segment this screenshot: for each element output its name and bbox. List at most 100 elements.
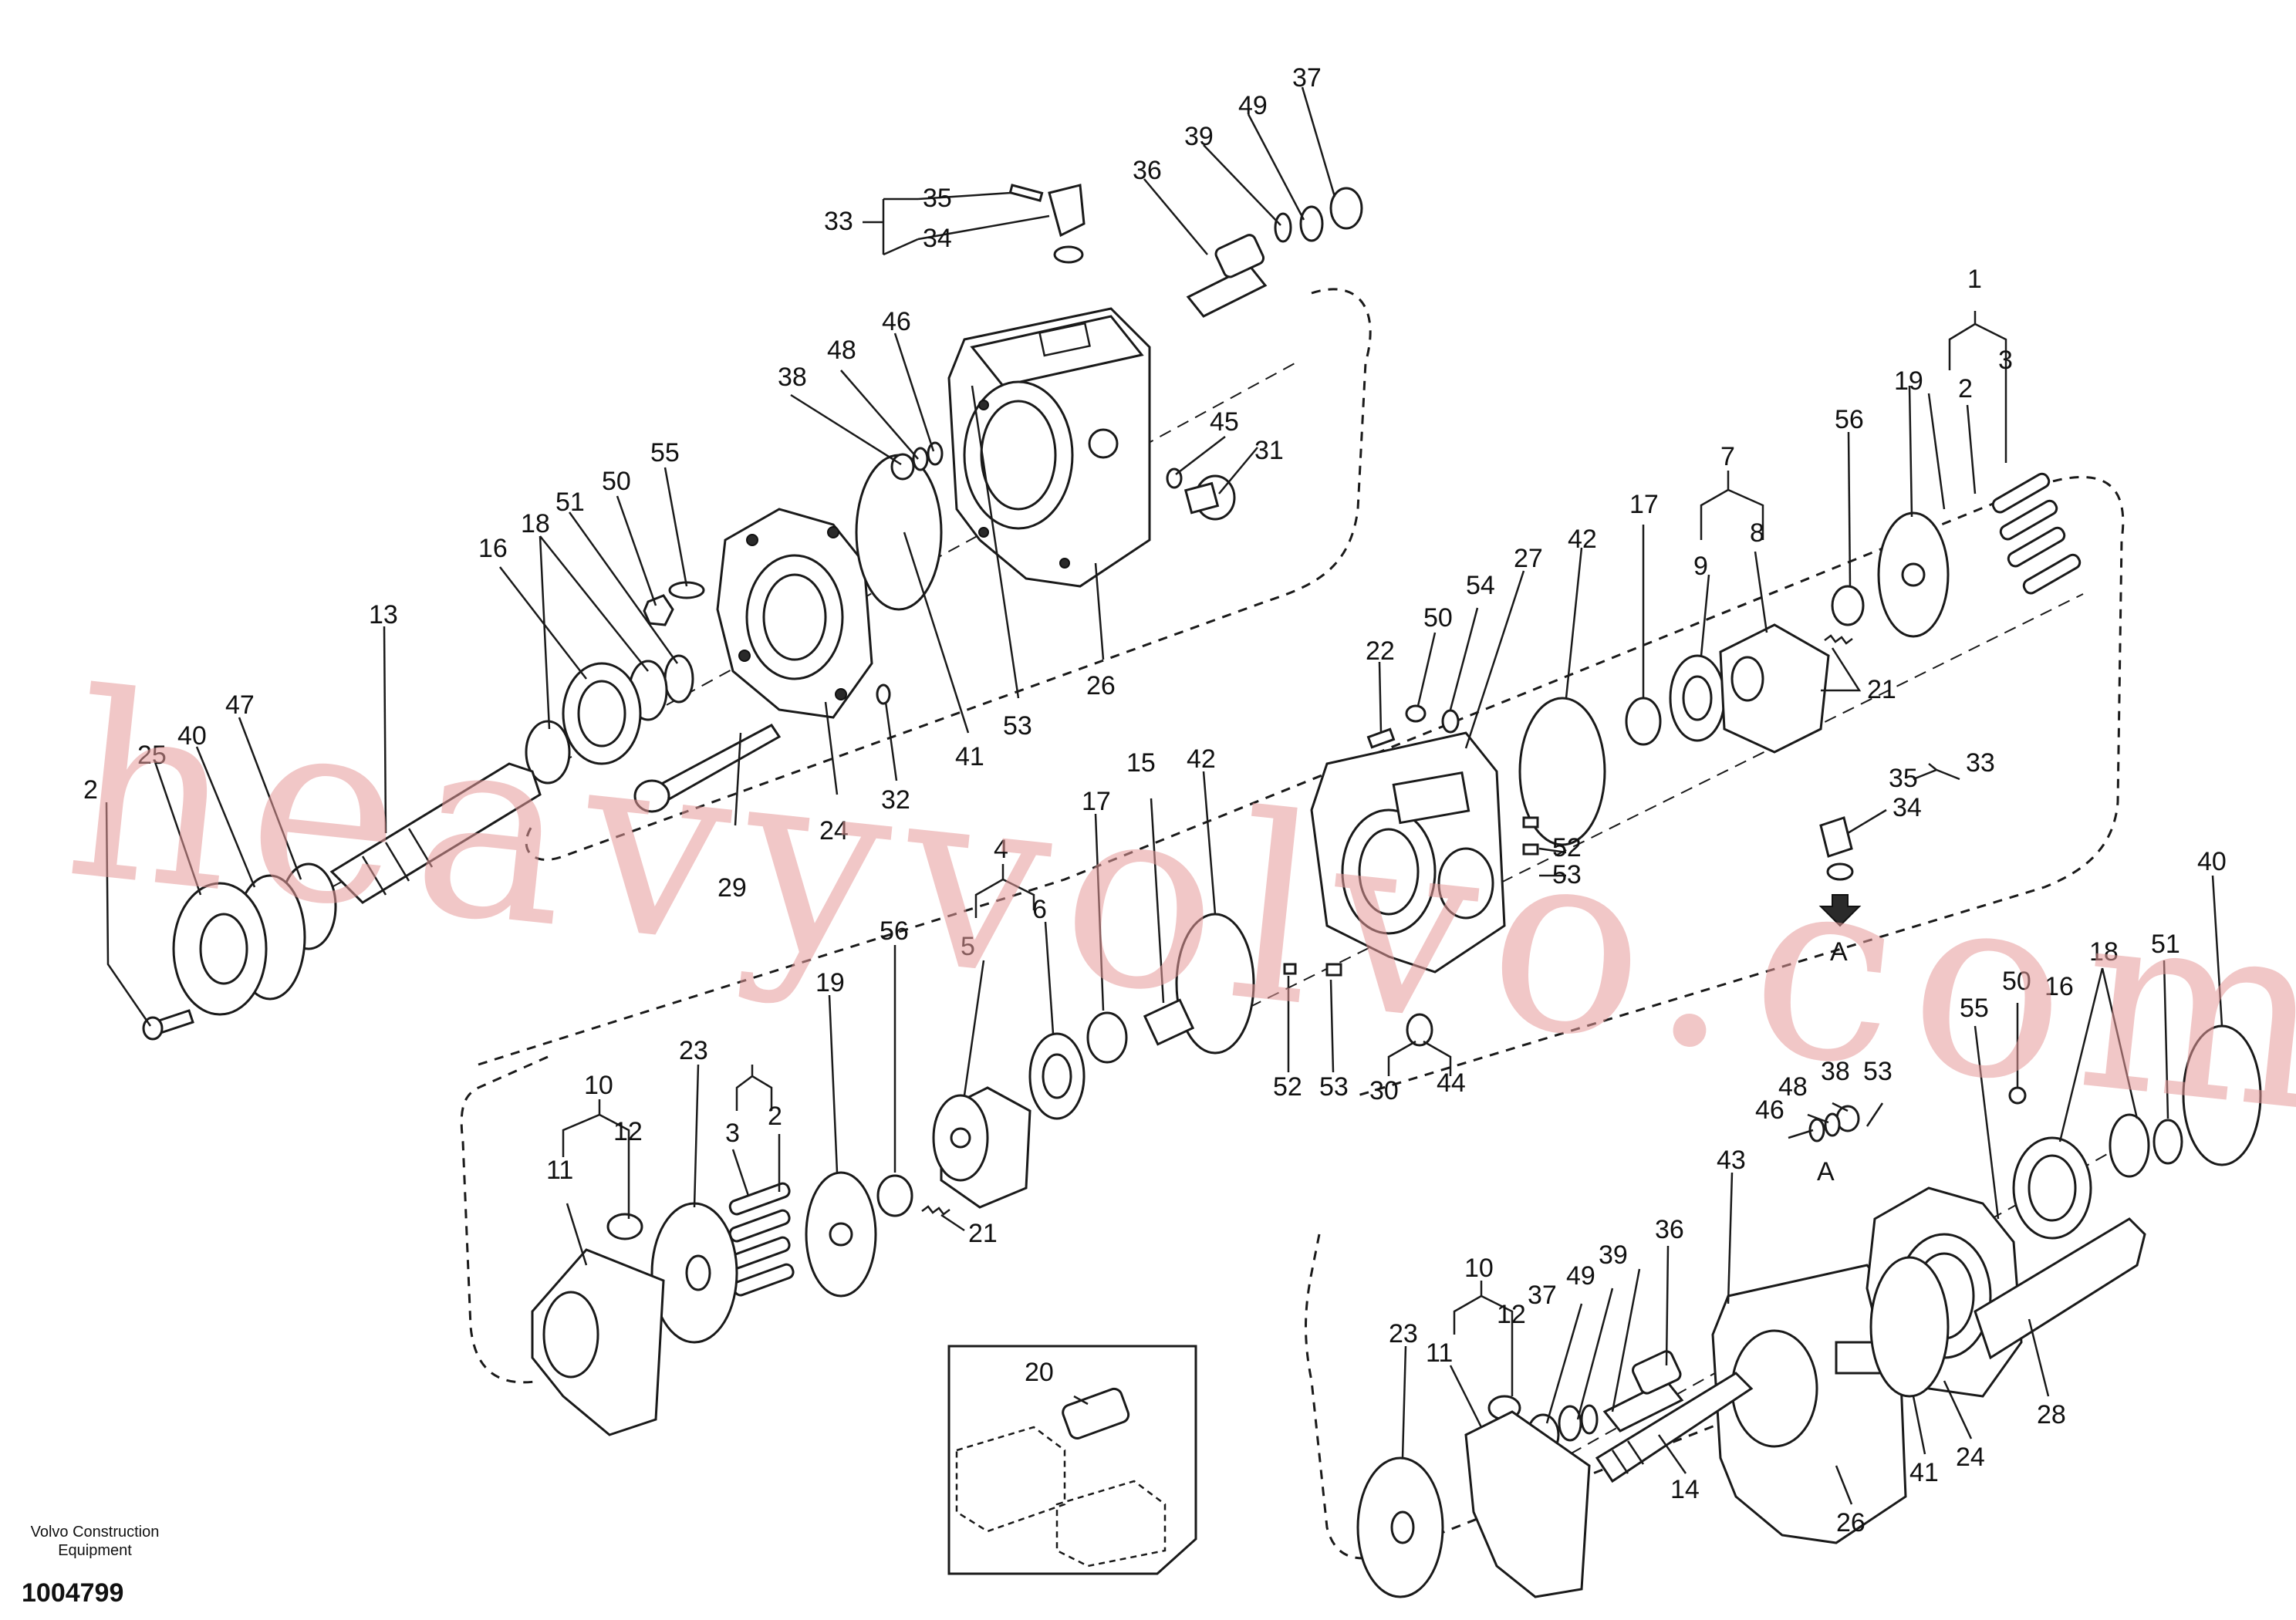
callout: 34	[1893, 793, 1922, 822]
callout: 12	[613, 1117, 643, 1146]
callout: 21	[1867, 675, 1896, 704]
part-2-bolt-upper	[142, 1009, 194, 1041]
callout: 53	[1319, 1072, 1349, 1102]
callout: 8	[1750, 518, 1764, 548]
part-23-washer-left	[650, 1202, 738, 1344]
lower-right-group-outline	[1305, 1234, 2007, 1560]
part-35-pin	[1008, 184, 1044, 202]
callout: 40	[2197, 847, 2227, 876]
part-28-shaft-lower	[1974, 1217, 2146, 1360]
callout: 13	[369, 600, 398, 629]
callout: 48	[827, 336, 856, 365]
callout: 19	[815, 968, 845, 997]
part-52-pin-b	[1283, 963, 1297, 975]
callout: 39	[1184, 122, 1214, 151]
callout: 33	[824, 207, 853, 236]
callout: 54	[1466, 571, 1495, 600]
part-13-shaft	[329, 762, 542, 904]
callout-labels: 37 39 49 36 33 35 34 46 48 38 45 31 55 5…	[83, 63, 2227, 1537]
part-36-valve-lower	[1602, 1350, 1684, 1433]
part-17-bearing-left	[1086, 1011, 1128, 1064]
part-3-2-pistons-left	[728, 1182, 795, 1297]
callout: 3	[1998, 346, 2013, 375]
callout: 36	[1655, 1215, 1684, 1244]
callout: 29	[718, 873, 747, 903]
callout: 56	[1835, 405, 1864, 434]
inset-frame	[947, 1345, 1197, 1575]
part-51-snap-ring-lower	[2152, 1119, 2183, 1165]
part-14-shaft-lower	[1595, 1372, 1754, 1483]
callout: 55	[1960, 994, 1989, 1023]
part-53-pin-a	[1522, 843, 1539, 856]
part-39-ring-lower	[1580, 1404, 1599, 1435]
company-name-line2: Equipment	[58, 1542, 132, 1559]
part-9-valve-plate	[1669, 654, 1726, 742]
callout: 22	[1366, 636, 1395, 666]
part-18-spacer-lower	[2109, 1113, 2150, 1178]
part-11-swashplate-left	[531, 1248, 665, 1436]
callout: 14	[1670, 1475, 1700, 1504]
leader-lines-lower	[562, 875, 2223, 1505]
part-22-pin	[1366, 727, 1396, 749]
arrow-a	[1818, 894, 1862, 927]
callout: 19	[1894, 366, 1923, 396]
callout: 44	[1437, 1068, 1466, 1098]
callout: 42	[1187, 744, 1216, 774]
callout: 41	[955, 742, 984, 771]
callout: 52	[1273, 1072, 1302, 1102]
callout: 6	[1032, 895, 1047, 924]
callout: 38	[1821, 1057, 1850, 1086]
part-48-ring-lower	[1824, 1112, 1841, 1137]
part-50-nut	[643, 594, 674, 626]
callout: 51	[2151, 930, 2180, 959]
callout: 31	[1254, 436, 1284, 465]
middle-group-outline	[478, 475, 2125, 1097]
part-8-cylinder-block	[1719, 623, 1830, 754]
callout: 11	[546, 1156, 573, 1185]
callout: 53	[1552, 860, 1582, 889]
callout: 25	[137, 741, 167, 770]
part-19-retainer-plate	[1877, 511, 1950, 638]
callout: 2	[768, 1102, 782, 1131]
part-27-valve-plate-housing	[1310, 731, 1506, 974]
callout: 11	[1426, 1338, 1453, 1368]
callout: 37	[1528, 1281, 1557, 1310]
callout: 28	[2037, 1400, 2066, 1429]
callout: 26	[1836, 1508, 1866, 1537]
callout: 23	[1389, 1319, 1418, 1348]
part-24-end-cover-upper	[716, 508, 873, 719]
callout: 52	[1552, 833, 1582, 862]
part-46-ring	[927, 441, 944, 466]
callout: 32	[881, 785, 910, 815]
callout: 17	[1629, 490, 1659, 519]
callout: 15	[1126, 748, 1156, 778]
part-17-bearing-right	[1625, 697, 1662, 746]
callout: 10	[584, 1071, 613, 1100]
part-6-valve-plate	[1028, 1032, 1086, 1120]
callout: 35	[1889, 764, 1918, 793]
callout: 16	[2044, 972, 2074, 1001]
callout: 49	[1566, 1261, 1595, 1291]
callout: 49	[1238, 91, 1268, 120]
callout: 24	[1956, 1443, 1985, 1472]
part-20-solenoid	[1062, 1387, 1130, 1439]
part-23-washer-lower	[1356, 1456, 1444, 1598]
callout: 46	[882, 307, 911, 336]
part-16-bearing-upper	[562, 662, 642, 765]
part-31-plug	[1183, 474, 1236, 521]
callout: 36	[1133, 156, 1162, 185]
callout: 33	[1966, 748, 1995, 778]
part-42-o-ring-right	[1518, 697, 1606, 846]
part-5-cylinder-block	[932, 1086, 1032, 1209]
callout: 27	[1514, 544, 1543, 573]
callout: 23	[679, 1036, 708, 1065]
callout: 39	[1599, 1240, 1628, 1270]
callout: 46	[1755, 1095, 1784, 1125]
watermark: heavyvolvo.com	[56, 637, 2296, 1170]
part-30-plug	[1406, 1013, 1433, 1047]
part-26-housing-upper	[947, 307, 1151, 588]
part-48-ring	[912, 447, 929, 471]
callout: 7	[1720, 442, 1735, 471]
callout: 53	[1863, 1057, 1893, 1086]
